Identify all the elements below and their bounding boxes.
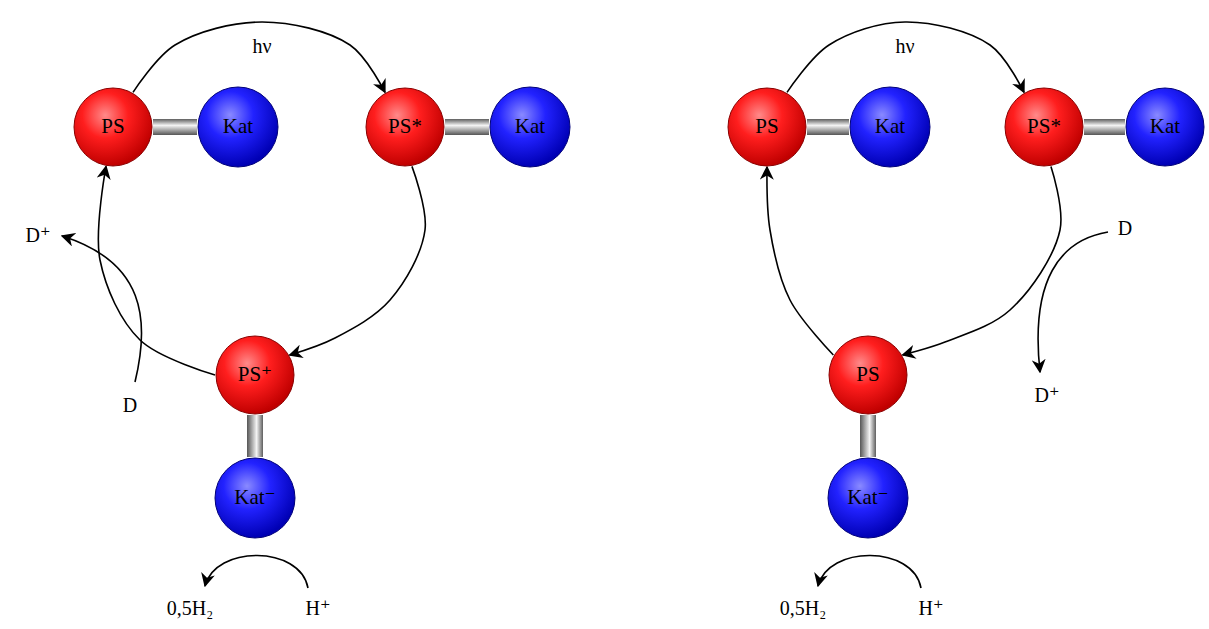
red-sphere (728, 88, 806, 166)
species-label: 0,5H₂ (165, 597, 215, 619)
blue-sphere (490, 87, 570, 167)
proton-reduction-arrow (818, 555, 921, 588)
node-label: PS* (1027, 115, 1061, 138)
species-label: D (1116, 217, 1134, 239)
node-label: PS⁺ (238, 363, 272, 386)
photosensitizer-circle: PS (828, 335, 908, 415)
blue-sphere (850, 87, 930, 167)
linker-bond (153, 119, 197, 135)
species-label: D⁺ (1033, 384, 1062, 406)
blue-sphere (198, 87, 278, 167)
red-sphere (1005, 88, 1083, 166)
node-label: PS* (388, 115, 422, 138)
linker-bond (807, 119, 849, 135)
linker-bond (860, 415, 876, 457)
catalyst-circle: Kat (849, 86, 931, 168)
cycle-arrow (767, 167, 833, 355)
species-label: H⁺ (304, 597, 333, 619)
cycle-arrow (903, 166, 1061, 355)
red-sphere (74, 88, 152, 166)
red-sphere (829, 336, 907, 414)
catalyst-circle: Kat (197, 86, 279, 168)
light-label: hν (250, 35, 273, 57)
light-label: hν (893, 35, 916, 57)
linker-bond (247, 415, 263, 457)
species-label: D⁺ (24, 224, 53, 246)
linker-bond (445, 119, 489, 135)
red-sphere (216, 336, 294, 414)
catalyst-circle: Kat (489, 86, 571, 168)
catalyst-circle: Kat⁻ (827, 457, 909, 539)
cycle-arrow (787, 22, 1024, 92)
species-label: D (121, 394, 139, 416)
node-label: PS (755, 115, 778, 138)
blue-sphere (828, 458, 908, 538)
species-label: 0,5H₂ (778, 597, 828, 619)
photosensitizer-circle: PS⁺ (215, 335, 295, 415)
node-label: Kat⁻ (847, 486, 888, 509)
node-label: Kat⁻ (234, 486, 275, 509)
linker-bond (1084, 119, 1125, 135)
photosensitizer-circle: PS (727, 87, 807, 167)
cycle-arrow (290, 166, 426, 355)
cycle-arrow (98, 166, 215, 375)
species-label: H⁺ (917, 597, 946, 619)
photosensitizer-circle: PS (73, 87, 153, 167)
node-label: PS (856, 363, 879, 386)
photosensitizer-circle: PS* (1004, 87, 1084, 167)
cycle-arrow (133, 22, 385, 92)
proton-reduction-arrow (205, 555, 308, 588)
catalyst-circle: Kat (1125, 87, 1205, 167)
node-label: Kat (515, 115, 545, 138)
blue-sphere (1126, 88, 1204, 166)
photosensitizer-circle: PS* (365, 87, 445, 167)
node-label: Kat (1150, 115, 1180, 138)
node-label: Kat (223, 115, 253, 138)
donor-arrow (1038, 232, 1108, 372)
donor-arrow (62, 236, 142, 382)
catalyst-circle: Kat⁻ (214, 457, 296, 539)
blue-sphere (215, 458, 295, 538)
node-label: Kat (875, 115, 905, 138)
node-label: PS (101, 115, 124, 138)
red-sphere (366, 88, 444, 166)
